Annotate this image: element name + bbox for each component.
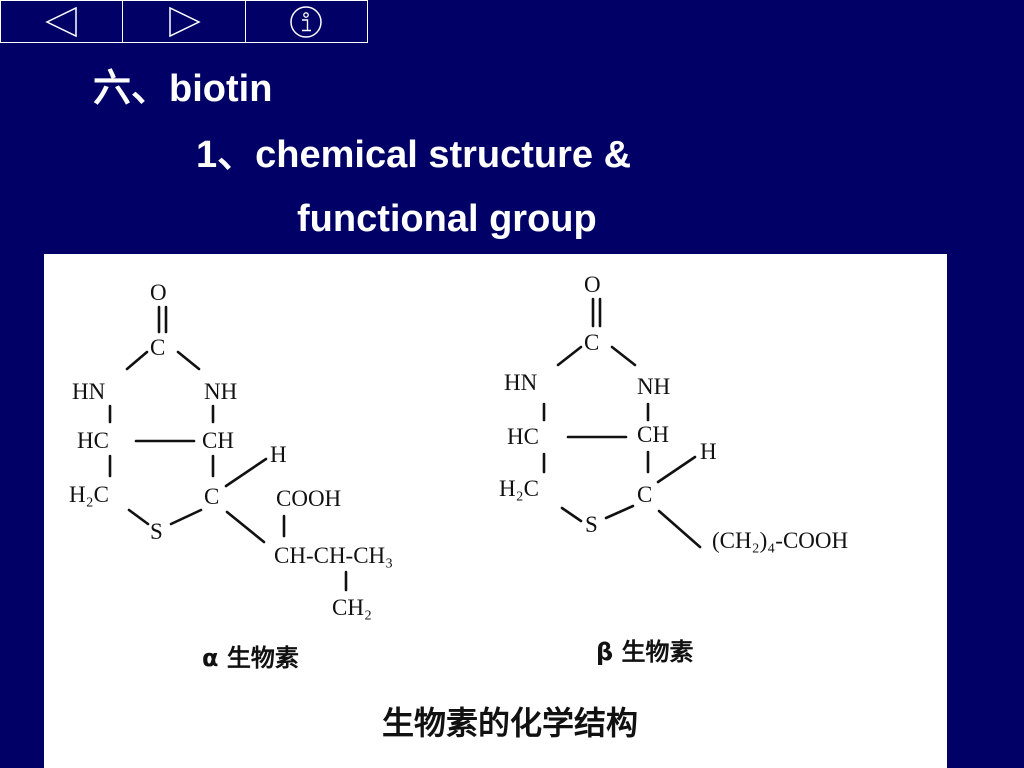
alpha-hn-group: HN (72, 379, 106, 404)
beta-bond (610, 345, 637, 367)
beta-side-chain: (CH₂)₄-COOH (712, 528, 848, 553)
beta-bond (657, 509, 702, 549)
beta-carbonyl-carbon: C (584, 330, 599, 355)
alpha-carbonyl-oxygen: O (150, 280, 167, 305)
figure-caption: 生物素的化学结构 (382, 704, 638, 742)
alpha-label: α 生物素 (202, 644, 299, 672)
alpha-hc-group: HC (77, 428, 109, 453)
beta-biotin-structure: O C HN NH HC CH H₂C C H S (CH₂)₄-COOH β … (499, 272, 848, 666)
alpha-hydrogen: H (270, 442, 287, 467)
alpha-bond (225, 510, 266, 544)
alpha-bond (127, 508, 150, 526)
info-icon (290, 5, 323, 38)
alpha-nh-group: NH (204, 379, 237, 404)
info-button[interactable] (246, 1, 367, 42)
structure-diagram: O C HN NH HC CH H₂C C H S COOH CH-CH (69, 272, 848, 742)
previous-button[interactable] (1, 1, 124, 42)
structure-figure: O C HN NH HC CH H₂C C H S COOH CH-CH (44, 254, 947, 768)
beta-carbonyl-oxygen: O (584, 272, 601, 297)
alpha-h2c-group: H₂C (69, 482, 109, 507)
beta-hn-group: HN (504, 370, 538, 395)
alpha-bond (125, 350, 149, 371)
alpha-ch2-group: CH₂ (332, 595, 372, 620)
alpha-ch-group: CH (202, 428, 234, 453)
beta-bond (604, 504, 635, 520)
slide-title: 六、biotin (93, 68, 273, 110)
alpha-ring-carbon: C (204, 484, 219, 509)
triangle-left-icon (44, 6, 77, 37)
subtitle-line-1: 1、chemical structure & (196, 134, 632, 176)
beta-nh-group: NH (637, 374, 670, 399)
beta-label: β 生物素 (596, 638, 694, 666)
subtitle-line-2: functional group (297, 198, 597, 240)
beta-hc-group: HC (507, 424, 539, 449)
alpha-bond (176, 350, 201, 371)
next-button[interactable] (123, 1, 246, 42)
alpha-carbonyl-carbon: C (150, 335, 165, 360)
beta-bond (560, 506, 583, 523)
beta-bond (556, 345, 583, 367)
alpha-side-chain: CH-CH-CH₃ (274, 543, 393, 568)
triangle-right-icon (169, 6, 201, 37)
alpha-cooh-group: COOH (276, 486, 341, 511)
beta-ring-carbon: C (637, 482, 652, 507)
nav-bar (0, 0, 368, 43)
beta-bond (656, 455, 697, 484)
alpha-bond (224, 457, 268, 488)
beta-sulfur: S (585, 512, 598, 537)
beta-ch-group: CH (637, 422, 669, 447)
alpha-bond (169, 508, 203, 526)
alpha-sulfur: S (150, 519, 163, 544)
beta-h2c-group: H₂C (499, 476, 539, 501)
alpha-biotin-structure: O C HN NH HC CH H₂C C H S COOH CH-CH (69, 280, 393, 672)
beta-hydrogen: H (700, 439, 717, 464)
